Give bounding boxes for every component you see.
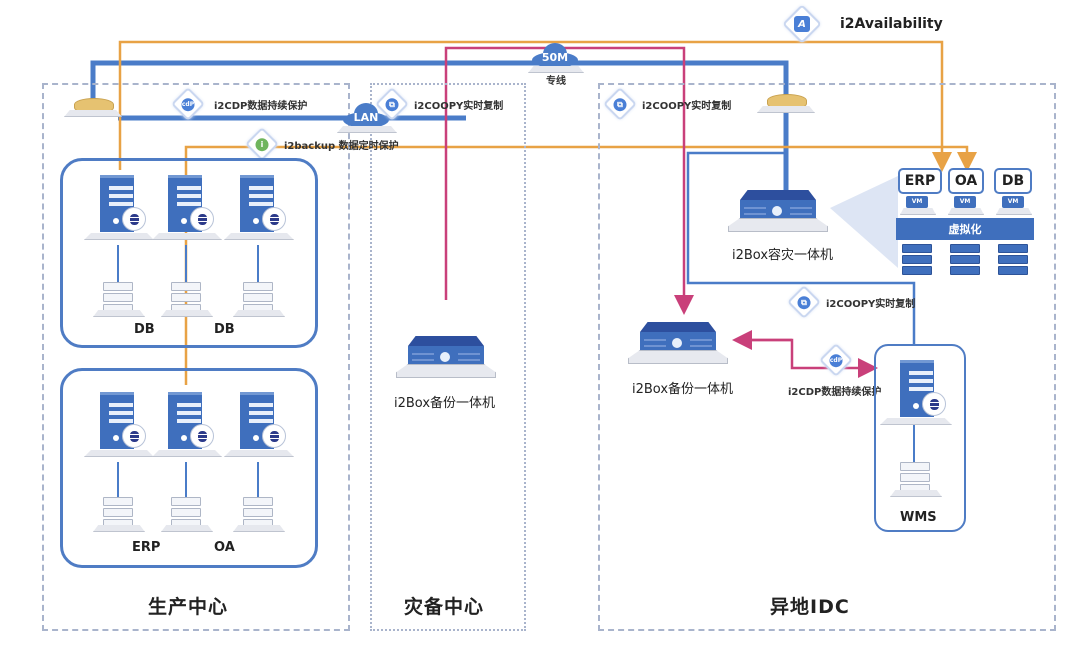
server-group-apps — [60, 368, 318, 568]
vm-icon: VM — [948, 196, 984, 215]
server-group-wms — [874, 344, 966, 532]
tag-i2availability: A i2Availability — [782, 4, 943, 44]
server-tower — [236, 392, 286, 454]
database-icon — [122, 424, 146, 448]
storage-rack-icon — [171, 282, 201, 313]
server-shelf — [152, 450, 222, 457]
server-tower — [236, 175, 286, 237]
label-oa: OA — [214, 540, 235, 555]
i2box-dr-appliance-idc — [728, 190, 828, 234]
label-db-1: DB — [134, 322, 155, 337]
storage-rack-icon — [950, 244, 980, 275]
storage-rack-icon — [103, 282, 133, 313]
zone-remote-idc — [598, 83, 1056, 631]
server-tower — [96, 175, 146, 237]
lan-cloud: LAN — [337, 102, 397, 133]
rack-shelf — [93, 310, 145, 317]
router-production — [64, 96, 122, 120]
i2cdp-idc-label: i2CDP数据持续保护 — [788, 387, 882, 398]
coopy-icon: ⧉ — [787, 285, 821, 319]
i2backup-icon: i — [245, 127, 279, 161]
virtualization-layer: 虚拟化 — [896, 218, 1034, 240]
tag-i2backup: i i2backup 数据定时保护 — [245, 127, 399, 161]
storage-rack-icon — [243, 497, 273, 528]
server-tower — [164, 392, 214, 454]
server-shelf — [224, 233, 294, 240]
server-shelf — [84, 233, 154, 240]
label-wms: WMS — [900, 510, 937, 525]
idc-link — [686, 151, 916, 345]
server-tower — [96, 392, 146, 454]
server-shelf — [152, 233, 222, 240]
coopy-icon: ⧉ — [375, 87, 409, 121]
label-idc-dr-box: i2Box容灾一体机 — [732, 248, 834, 263]
storage-rack-icon — [103, 497, 133, 528]
cdp-icon: cdP — [819, 343, 853, 377]
i2box-backup-appliance-idc — [628, 322, 728, 366]
zone-disaster-recovery — [370, 83, 526, 631]
storage-rack-icon — [998, 244, 1028, 275]
vm-app-erp: ERP — [898, 168, 942, 194]
database-icon — [262, 424, 286, 448]
server-wms — [896, 360, 946, 422]
database-icon — [922, 392, 946, 416]
zone-title-remote-idc: 异地IDC — [770, 596, 850, 618]
server-shelf — [84, 450, 154, 457]
vm-icon: VM — [996, 196, 1032, 215]
rack-shelf — [233, 525, 285, 532]
availability-link — [118, 40, 952, 172]
label-dr-box: i2Box备份一体机 — [394, 396, 496, 411]
vm-app-oa: OA — [948, 168, 984, 194]
coopy-icon: ⧉ — [603, 87, 637, 121]
database-icon — [190, 207, 214, 231]
label-erp: ERP — [132, 540, 161, 555]
tag-i2coopy-idc: ⧉ i2COOPY实时复制 — [603, 87, 731, 121]
tag-i2coopy-dr: ⧉ i2COOPY实时复制 — [375, 87, 503, 121]
database-icon — [262, 207, 286, 231]
server-group-db — [60, 158, 318, 348]
zone-title-production: 生产中心 — [148, 596, 229, 618]
i2availability-icon: A — [782, 4, 822, 44]
virtualization-beam — [830, 176, 898, 268]
cdp-icon: cdP — [171, 87, 205, 121]
database-icon — [122, 207, 146, 231]
rack-shelf — [93, 525, 145, 532]
storage-rack-icon — [902, 244, 932, 275]
tag-i2coopy-idc-inner: ⧉ i2COOPY实时复制 — [787, 285, 915, 319]
storage-rack-icon — [243, 282, 273, 313]
vm-icon: VM — [900, 196, 936, 215]
server-shelf — [224, 450, 294, 457]
label-idc-backup-box: i2Box备份一体机 — [632, 382, 734, 397]
wan-link — [90, 60, 789, 192]
database-icon — [190, 424, 214, 448]
rack-shelf — [161, 525, 213, 532]
router-idc — [757, 92, 815, 116]
storage-rack-icon — [900, 462, 930, 493]
rack-shelf — [161, 310, 213, 317]
wan-label: 专线 — [546, 76, 566, 87]
i2box-backup-appliance-dr — [396, 336, 496, 380]
wan-cloud: 50M — [528, 42, 584, 73]
tag-i2cdp-idc: cdP — [819, 343, 853, 377]
zone-title-disaster-recovery: 灾备中心 — [404, 596, 485, 618]
tag-i2cdp-production: cdP i2CDP数据持续保护 — [171, 87, 307, 121]
rack-shelf — [233, 310, 285, 317]
zone-production — [42, 83, 350, 631]
server-tower — [164, 175, 214, 237]
vm-app-db: DB — [994, 168, 1032, 194]
storage-rack-icon — [171, 497, 201, 528]
label-db-2: DB — [214, 322, 235, 337]
